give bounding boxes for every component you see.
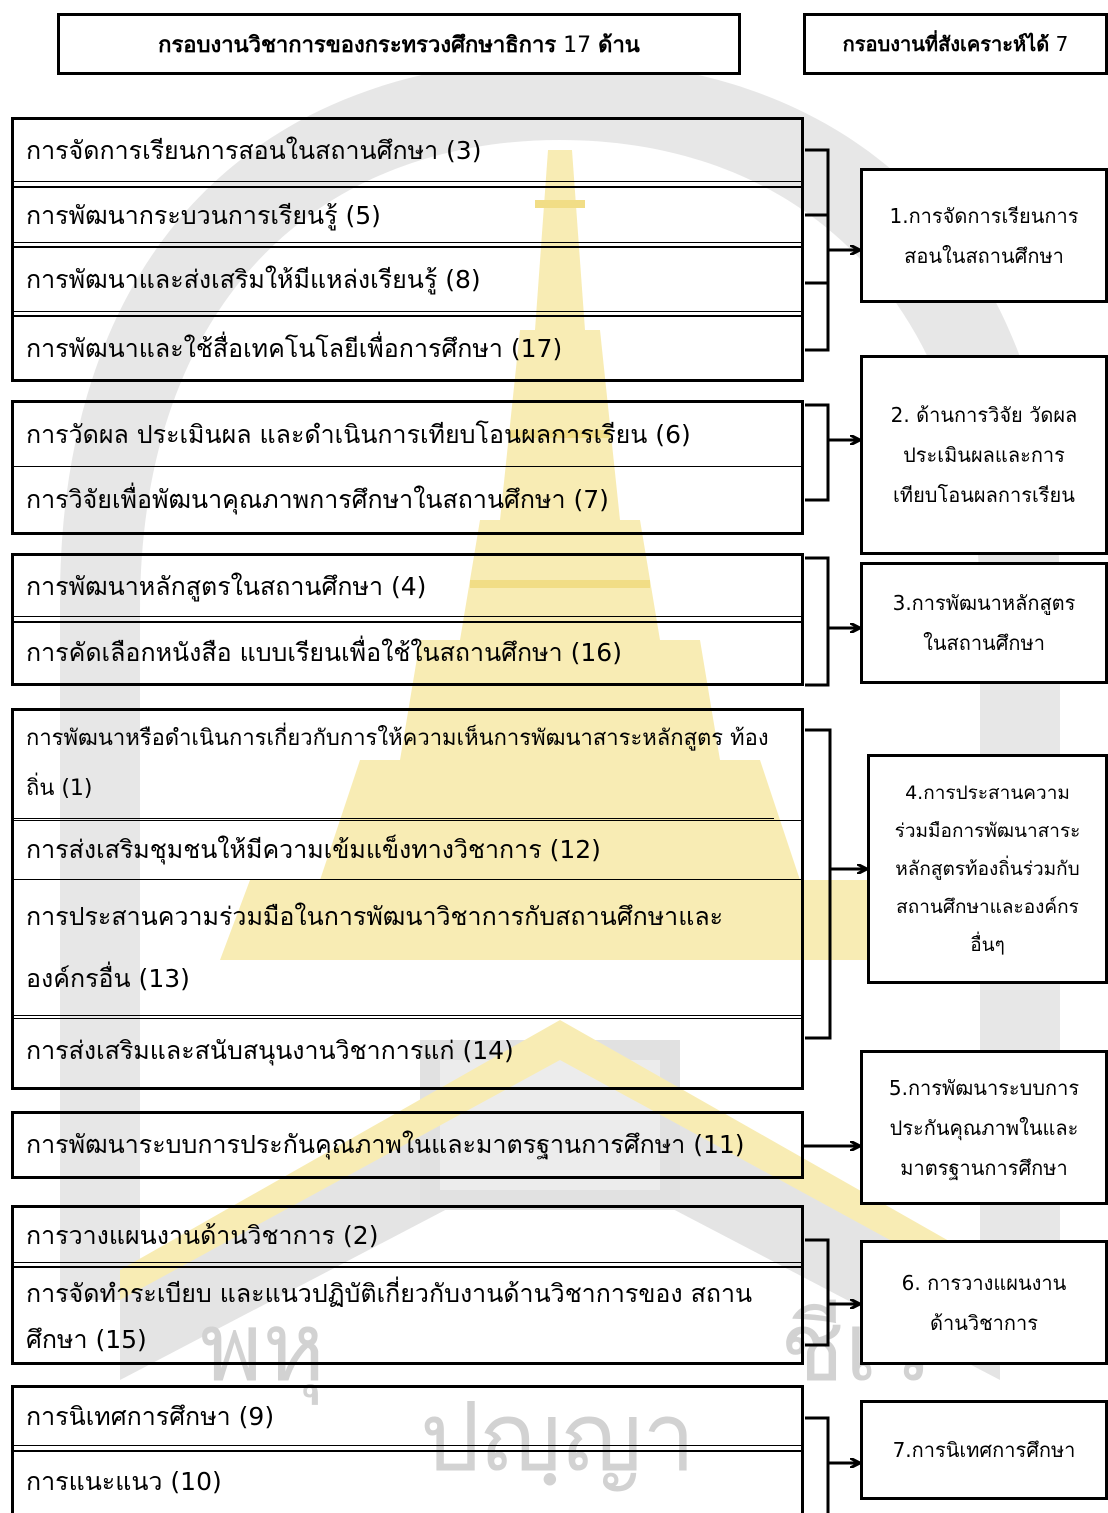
result-box-2: 2. ด้านการวิจัย วัดผลประเมินผลและการเทีย… <box>860 355 1108 555</box>
group-2-item: การวัดผล ประเมินผล และดำเนินการเทียบโอนผ… <box>14 403 801 467</box>
divider <box>14 1266 801 1268</box>
result-1-line: 1.การจัดการเรียนการ <box>889 203 1079 228</box>
left-header: กรอบงานวิชาการของกระทรวงศึกษาธิการ 17 ด้… <box>57 13 741 75</box>
group-4-item: การส่งเสริมและสนับสนุนงานวิชาการแก่ (14) <box>14 1018 801 1087</box>
result-box-6: 6. การวางแผนงานด้านวิชาการ <box>860 1240 1108 1365</box>
result-5-line: มาตรฐานการศึกษา <box>900 1155 1068 1180</box>
result-3-line: 3.การพัฒนาหลักสูตร <box>892 591 1076 615</box>
divider <box>14 621 801 623</box>
result-2-line: ประเมินผลและการ <box>903 443 1065 467</box>
result-box-3: 3.การพัฒนาหลักสูตรในสถานศึกษา <box>860 562 1108 684</box>
divider <box>14 1450 801 1452</box>
group-6-item: การวางแผนงานด้านวิชาการ (2) <box>14 1208 801 1263</box>
result-6-line: ด้านวิชาการ <box>929 1310 1038 1335</box>
result-box-1: 1.การจัดการเรียนการสอนในสถานศึกษา <box>860 168 1108 303</box>
result-2-line: เทียบโอนผลการเรียน <box>893 483 1075 507</box>
group-7-item: การนิเทศการศึกษา (9) <box>14 1388 801 1446</box>
group-6-item: การจัดทำระเบียบ และแนวปฏิบัติเกี่ยวกับงา… <box>26 1279 753 1354</box>
left-header-count: 17 <box>563 32 592 58</box>
result-box-4: 4.การประสานความร่วมมือการพัฒนาสาระหลักสู… <box>867 754 1108 984</box>
divider <box>14 315 801 317</box>
result-4-line: 4.การประสานความ <box>905 782 1070 804</box>
result-4-line: ร่วมมือการพัฒนาสาระ <box>894 820 1081 842</box>
group-4-box <box>11 708 804 1090</box>
divider <box>14 246 801 248</box>
group-3-item: การพัฒนาหลักสูตรในสถานศึกษา (4) <box>14 556 801 617</box>
left-header-title: กรอบงานวิชาการของกระทรวงศึกษาธิการ <box>158 32 557 58</box>
group-7-item: การแนะแนว (10) <box>26 1467 222 1496</box>
group-4-item: การพัฒนาหรือดำเนินการเกี่ยวกับการให้ความ… <box>14 711 774 819</box>
group-1-item: การพัฒนาและส่งเสริมให้มีแหล่งเรียนรู้ (8… <box>14 248 801 312</box>
group-4-item: การประสานความร่วมมือในการพัฒนาวิชาการกับ… <box>14 882 801 1016</box>
result-5-line: 5.การพัฒนาระบบการ <box>888 1075 1080 1100</box>
group-3-item: การคัดเลือกหนังสือ แบบเรียนเพื่อใช้ในสถา… <box>26 638 622 667</box>
result-3-line: ในสถานศึกษา <box>923 631 1045 655</box>
group-4-item: การส่งเสริมชุมชนให้มีความเข้มแข็งทางวิชา… <box>14 820 801 880</box>
group-2-item: การวิจัยเพื่อพัฒนาคุณภาพการศึกษาในสถานศึ… <box>26 485 609 514</box>
result-box-5: 5.การพัฒนาระบบการประกันคุณภาพในและมาตรฐา… <box>860 1050 1108 1205</box>
group-1-box <box>11 117 804 382</box>
right-header-count: 7 <box>1055 32 1069 56</box>
group-1-item: การพัฒนากระบวนการเรียนรู้ (5) <box>14 188 801 243</box>
group-7-box <box>11 1385 804 1513</box>
group-3-box <box>11 553 804 686</box>
result-1-line: สอนในสถานศึกษา <box>904 243 1064 268</box>
result-4-line: อื่นๆ <box>970 934 1005 956</box>
group-6-box <box>11 1205 804 1365</box>
right-header: กรอบงานที่สังเคราะห์ได้ 7 <box>803 13 1108 75</box>
result-box-7: 7.การนิเทศการศึกษา <box>860 1400 1108 1500</box>
result-6-line: 6. การวางแผนงาน <box>901 1270 1067 1295</box>
result-4-line: หลักสูตรท้องถิ่นร่วมกับ <box>895 858 1080 880</box>
result-4-line: สถานศึกษาและองค์กร <box>896 896 1079 918</box>
result-5-line: ประกันคุณภาพในและ <box>889 1115 1079 1140</box>
result-2-line: 2. ด้านการวิจัย วัดผล <box>890 403 1078 427</box>
right-header-title: กรอบงานที่สังเคราะห์ได้ <box>842 32 1050 56</box>
left-header-suffix: ด้าน <box>598 32 640 58</box>
group-1-item: การพัฒนาและใช้สื่อเทคโนโลยีเพื่อการศึกษา… <box>26 334 563 363</box>
group-2-box <box>11 400 804 535</box>
group-5-box <box>11 1111 804 1179</box>
group-5-item: การพัฒนาระบบการประกันคุณภาพในและมาตรฐานก… <box>26 1130 745 1159</box>
group-1-item: การจัดการเรียนการสอนในสถานศึกษา (3) <box>14 120 801 182</box>
svg-text:ปญฺญา: ปญฺญา <box>420 1383 696 1493</box>
result-7-line: 7.การนิเทศการศึกษา <box>892 1438 1076 1462</box>
divider <box>14 186 801 188</box>
